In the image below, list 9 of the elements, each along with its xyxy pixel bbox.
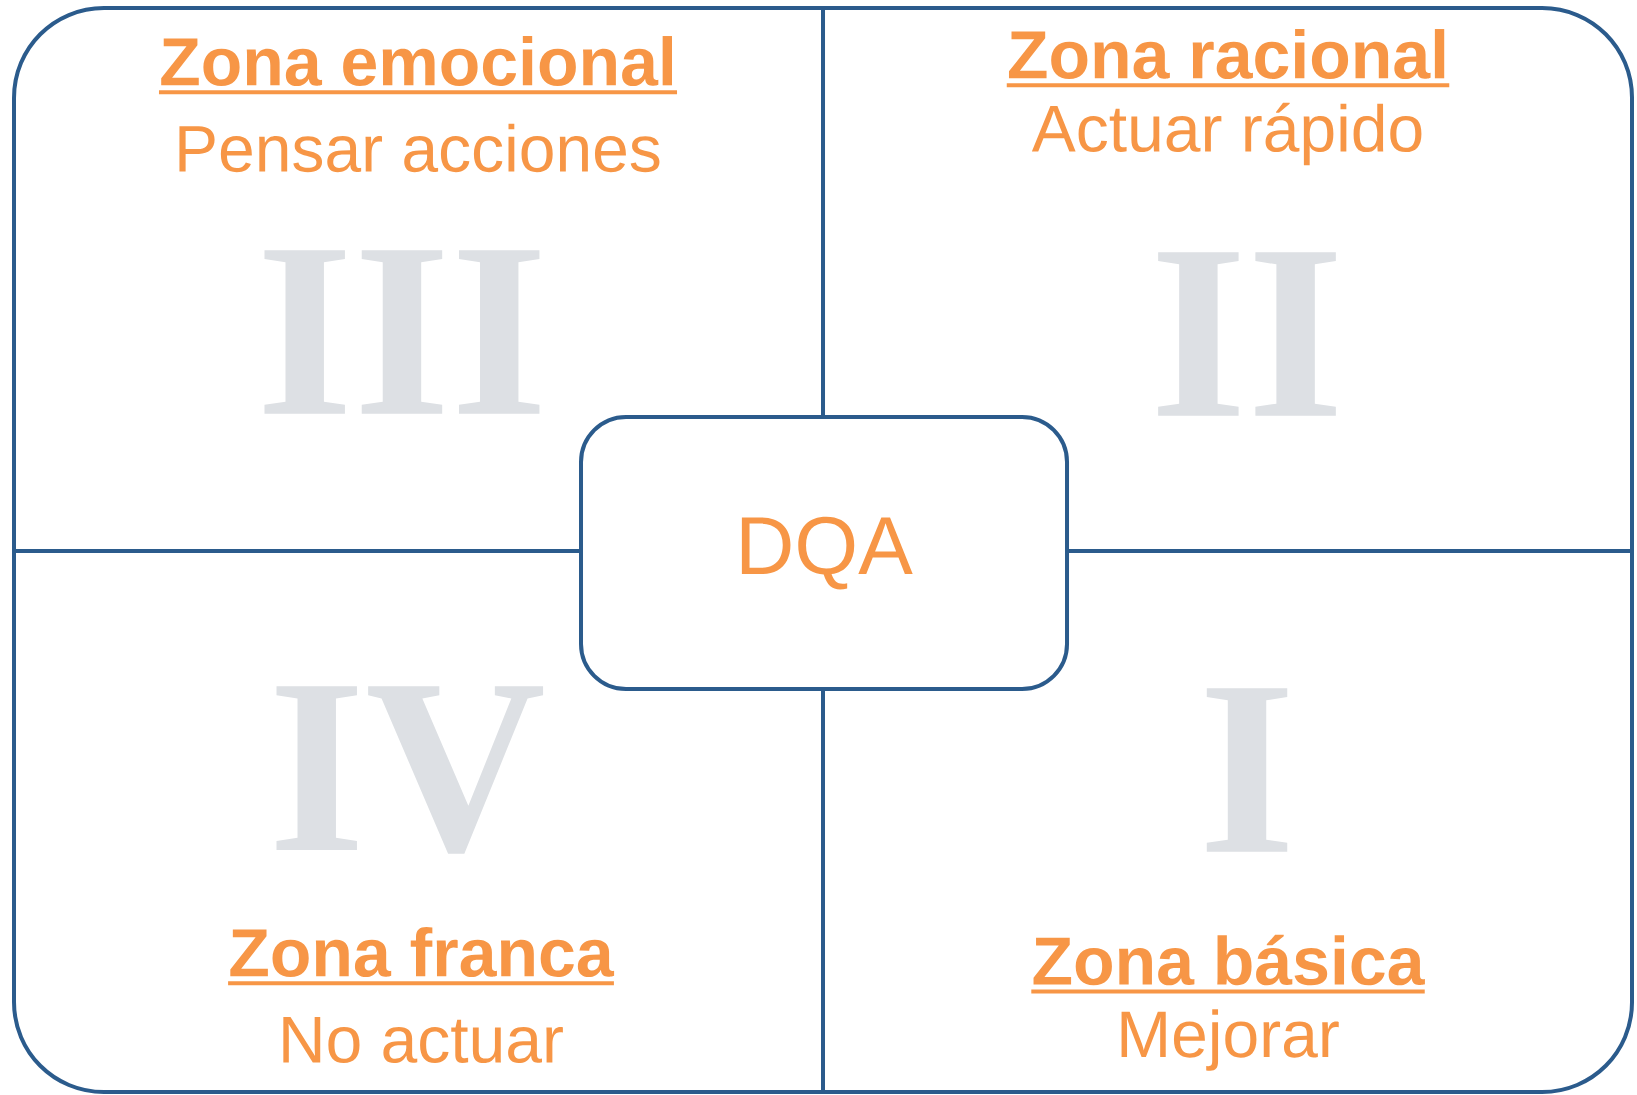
- zone-action: No actuar: [283, 1017, 563, 1064]
- zone-action: Pensar acciones: [179, 123, 660, 173]
- zone-heading: Zona emocional: [159, 36, 678, 95]
- zone-heading: Zona franca: [228, 927, 615, 986]
- zone-heading: Zona básica: [1031, 934, 1425, 994]
- zone-heading: Zona racional: [1006, 29, 1450, 88]
- zone-action: Mejorar: [1121, 1009, 1339, 1071]
- zone-action: Actuar rápido: [1031, 102, 1422, 166]
- center-box: DQA: [579, 415, 1069, 691]
